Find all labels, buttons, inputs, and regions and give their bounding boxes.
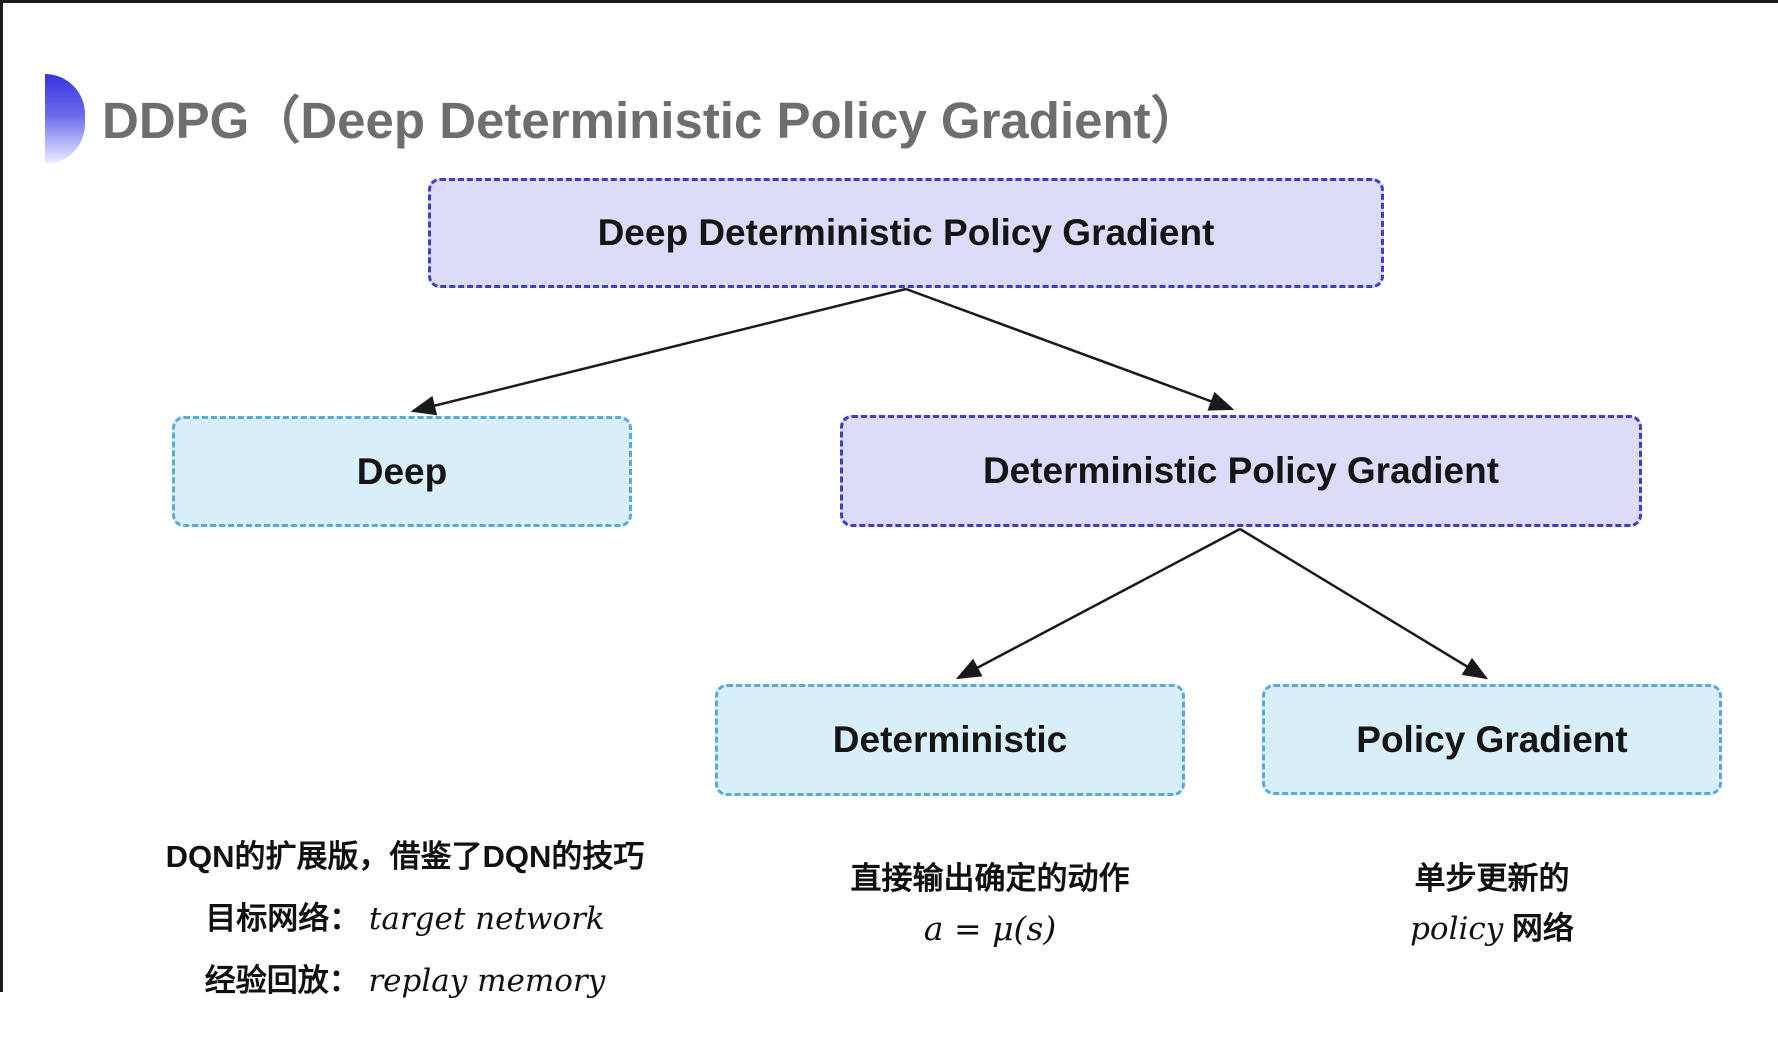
tree-node-root-label: Deep Deterministic Policy Gradient <box>597 212 1215 253</box>
note-replay-memory: 经验回放： replay memory <box>120 950 690 1012</box>
tree-node-deep: Deep <box>172 416 632 527</box>
note-single-step-update: 单步更新的 <box>1414 861 1570 896</box>
note-replay-memory-label: 经验回放： <box>204 963 360 998</box>
tree-node-policy-gradient-label: Policy Gradient <box>1356 718 1628 760</box>
tree-node-dpg-label: Deterministic Policy Gradient <box>982 450 1500 491</box>
half-circle-bullet-icon <box>45 74 85 164</box>
note-target-network: 目标网络： target network <box>120 888 690 950</box>
tree-node-policy-gradient: Policy Gradient <box>1262 684 1722 795</box>
note-policy-network-suffix: 网络 <box>1503 911 1574 946</box>
notes-policy-gradient-column: 单步更新的 policy 网络 <box>1297 854 1687 954</box>
edge-dpg-deterministic <box>955 527 1241 680</box>
slide-frame-top-line <box>0 0 1778 3</box>
tree-node-deterministic: Deterministic <box>715 684 1185 796</box>
note-policy-network-term: policy <box>1410 911 1504 947</box>
tree-node-root: Deep Deterministic Policy Gradient <box>428 178 1384 288</box>
note-target-network-label: 目标网络： <box>205 901 361 936</box>
note-target-network-term: target network <box>368 901 605 937</box>
note-dqn-extension: DQN的扩展版，借鉴了DQN的技巧 <box>165 839 645 874</box>
note-policy-network: policy 网络 <box>1297 904 1687 954</box>
edge-root-deep <box>410 287 907 416</box>
notes-deep-column: DQN的扩展版，借鉴了DQN的技巧 目标网络： target network 经… <box>120 826 690 1012</box>
note-deterministic-formula: a = μ(s) <box>923 909 1057 948</box>
note-replay-memory-term: replay memory <box>368 963 606 999</box>
note-deterministic-output: 直接输出确定的动作 <box>850 861 1130 896</box>
edge-dpg-policy-gradient <box>1239 527 1489 680</box>
edge-root-dpg <box>905 287 1235 411</box>
tree-node-deterministic-policy-gradient: Deterministic Policy Gradient <box>840 415 1642 527</box>
slide-frame-left-line <box>0 0 3 992</box>
notes-deterministic-column: 直接输出确定的动作 a = μ(s) <box>795 854 1185 954</box>
tree-node-deterministic-label: Deterministic <box>832 719 1068 760</box>
tree-node-deep-label: Deep <box>356 450 448 492</box>
page-title: DDPG（Deep Deterministic Policy Gradient） <box>102 92 1202 149</box>
